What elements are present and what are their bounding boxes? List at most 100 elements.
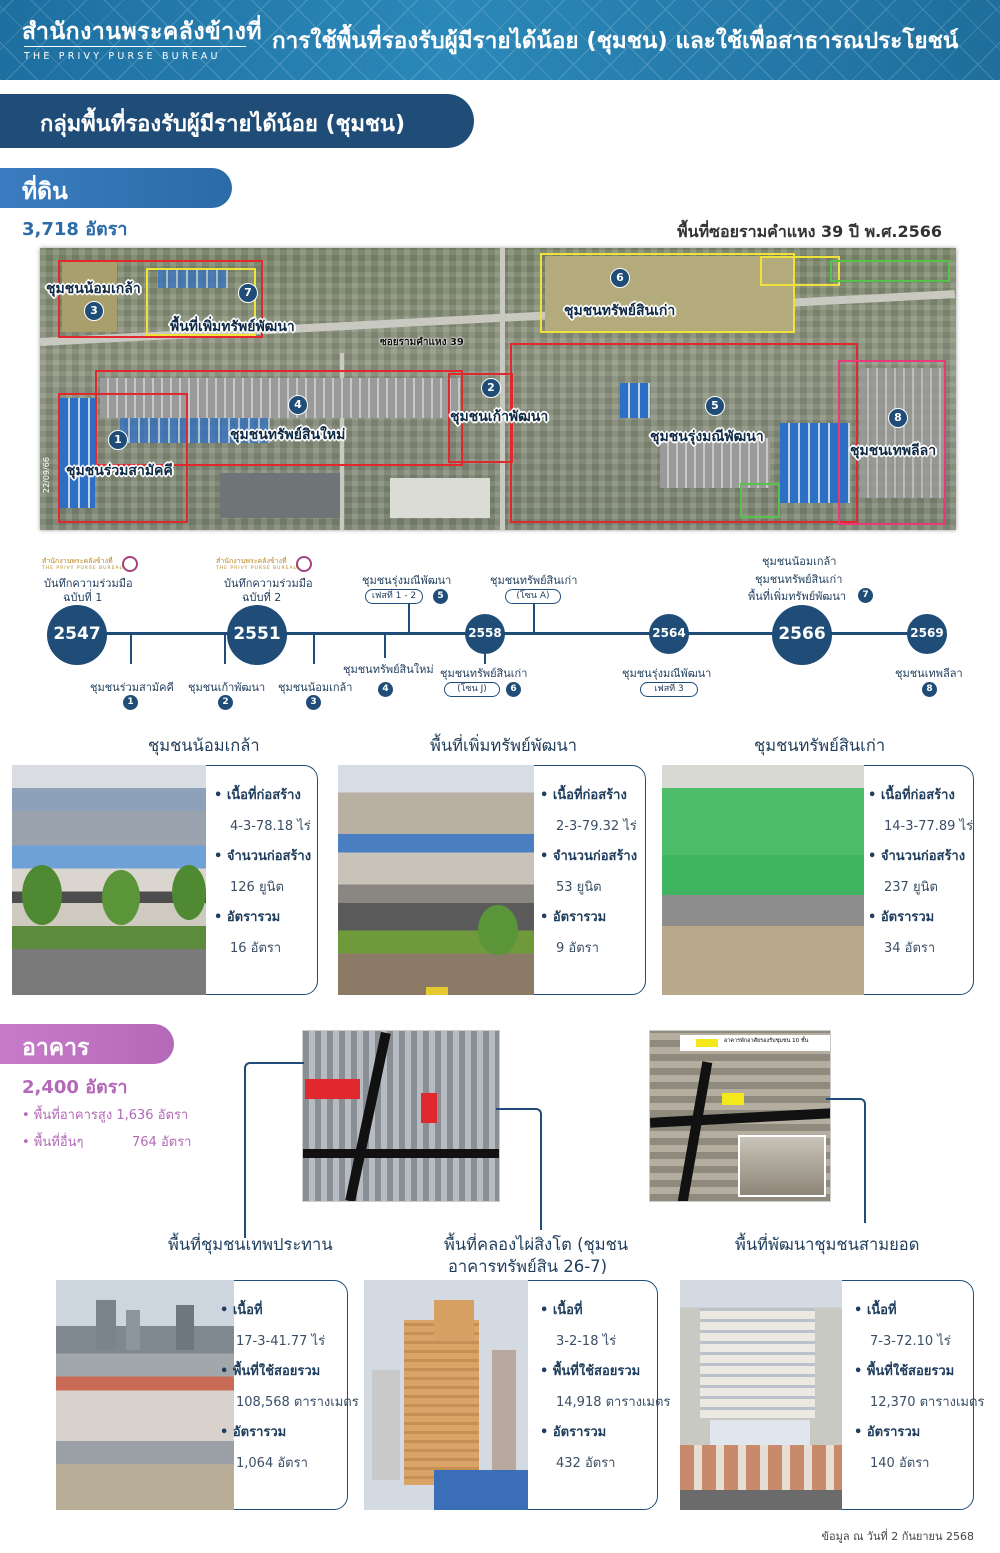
tower-shape [126, 1310, 140, 1350]
building-card-title-2: พื้นที่คลองไผ่สิงโต (ชุมชน [444, 1235, 629, 1254]
timeline-num-7: 7 [858, 588, 873, 603]
building-card-value: 3-2-18 ไร่ [556, 1333, 617, 1349]
map-inset-photo [738, 1135, 826, 1197]
building-card-value: 108,568 ตารางเมตร [236, 1394, 359, 1410]
building-card-photo-2 [364, 1280, 528, 1510]
year-node-2547: 2547 [47, 605, 107, 665]
map-label-6: ชุมชนทรัพย์สินเก่า [564, 303, 676, 319]
land-card-value: 4-3-78.18 ไร่ [230, 818, 311, 834]
land-card-value: 14-3-77.89 ไร่ [884, 818, 974, 834]
map-road [650, 1108, 830, 1128]
timeline-label-4: ชุมชนทรัพย์สินใหม่ [343, 663, 434, 676]
side-road [340, 353, 344, 530]
map-marker-3: 3 [84, 301, 104, 321]
land-heading: ที่ดิน [22, 179, 68, 205]
land-card-label: • จำนวนก่อสร้าง [540, 849, 638, 864]
land-card-value: 9 อัตรา [556, 940, 599, 956]
photo-date: 22/09/66 [42, 457, 51, 493]
aerial-caption: พื้นที่ซอยรามคำแหง 39 ปี พ.ศ.2566 [677, 222, 942, 241]
map-road [345, 1031, 391, 1201]
street-shape [680, 1490, 842, 1510]
building-heading: อาคาร [22, 1035, 90, 1061]
zone-boundary-7 [146, 268, 256, 336]
timeline-chip-phase3: เฟสที่ 3 [640, 682, 698, 697]
zone-boundary-3 [58, 260, 263, 338]
building-card-info-2: • เนื้อที่ 3-2-18 ไร่ • พื้นที่ใช้สอยรวม… [540, 1296, 670, 1479]
open-field [545, 256, 795, 331]
land-card-photo-1 [12, 765, 206, 995]
timeline-label-8: ชุมชนเทพลีลา [895, 667, 963, 680]
building-sub-1-value: 1,636 อัตรา [116, 1108, 189, 1123]
tick [224, 634, 226, 664]
shophouse-shape [680, 1445, 842, 1490]
building-card-value: 7-3-72.10 ไร่ [870, 1333, 951, 1349]
land-heading-pill: ที่ดิน [0, 168, 232, 208]
tick [384, 634, 386, 658]
page-header: สำนักงานพระคลังข้างที่ THE PRIVY PURSE B… [0, 0, 1000, 80]
tick [484, 654, 486, 664]
roof-cluster [120, 418, 270, 443]
tower-shape [434, 1300, 474, 1340]
land-card-value: 53 ยูนิต [556, 879, 602, 895]
tick [313, 634, 315, 664]
land-card-info-3: • เนื้อที่ก่อสร้าง 14-3-77.89 ไร่ • จำนว… [868, 781, 973, 964]
map-highlight [722, 1093, 744, 1105]
timeline-chip-zone-a: (โซน A) [505, 589, 561, 604]
map-legend-swatch [696, 1039, 718, 1047]
building-card-value: 12,370 ตารางเมตร [870, 1394, 985, 1410]
road-label: ซอยรามคำแหง 39 [380, 337, 464, 348]
mou-logo-2: สำนักงานพระคลังข้างที่ THE PRIVY PURSE B… [216, 556, 312, 578]
year-node-2569: 2569 [907, 614, 947, 654]
map-marker-5: 5 [705, 396, 725, 416]
timeline-label-1: ชุมชนร่วมสามัคคี [90, 681, 174, 694]
roof-cluster [390, 478, 490, 518]
building-count: 2,400 อัตรา [22, 1077, 128, 1098]
tower-shape [700, 1308, 815, 1418]
map-label-7: พื้นที่เพิ่มทรัพย์พัฒนา [170, 319, 295, 335]
timeline-label-6a: ชุมชนทรัพย์สินเก่า [490, 574, 578, 587]
land-card-value: 34 อัตรา [884, 940, 936, 956]
timeline-label-6: ชุมชนทรัพย์สินเก่า [440, 667, 528, 680]
roof-green [662, 855, 864, 895]
timeline-num-3: 3 [306, 695, 321, 710]
building-card-3 [820, 1280, 974, 1510]
building-card-value: 14,918 ตารางเมตร [556, 1394, 671, 1410]
timeline-num-5: 5 [433, 589, 448, 604]
header-pattern [0, 0, 1000, 80]
map-marker-7: 7 [238, 283, 258, 303]
roof-cluster [220, 473, 340, 518]
tower-shape [96, 1300, 116, 1350]
land-count: 3,718 อัตรา [22, 219, 128, 240]
map-legend-text: อาคารพักอาศัยรองรับชุมชน 10 ชั้น [724, 1038, 809, 1044]
map-marker-1: 1 [108, 430, 128, 450]
building-card-1 [212, 1280, 348, 1510]
building-card-title-1: พื้นที่ชุมชนเทพประทาน [168, 1235, 333, 1254]
connector-line [496, 1108, 542, 1230]
land-card-info-1: • เนื้อที่ก่อสร้าง 4-3-78.18 ไร่ • จำนวน… [214, 781, 311, 964]
map-marker-8: 8 [888, 408, 908, 428]
building-sub-2: • พื้นที่อื่นๆ 764 อัตรา [22, 1131, 191, 1152]
building-card-info-1: • เนื้อที่ 17-3-41.77 ไร่ • พื้นที่ใช้สอ… [220, 1296, 359, 1479]
building-map-1 [302, 1030, 500, 1202]
map-road [303, 1149, 499, 1158]
building-card-title-2b: อาคารทรัพย์สิน 26-7) [448, 1257, 608, 1276]
map-highlight [421, 1093, 437, 1123]
zone-boundary-6b [760, 256, 840, 286]
map-label-4: ชุมชนทรัพย์สินใหม่ [230, 427, 346, 443]
land-card-value: 2-3-79.32 ไร่ [556, 818, 637, 834]
bureau-logo-thai: สำนักงานพระคลังข้างที่ [22, 19, 263, 45]
timeline-label-3: ชุมชนน้อมเกล้า [278, 681, 353, 694]
building-card-label: • อัตรารวม [220, 1425, 287, 1440]
building-card-label: • เนื้อที่ [854, 1303, 897, 1318]
tower-shape [492, 1350, 516, 1480]
mou-2-line1: บันทึกความร่วมมือ [224, 577, 313, 590]
land-card-label: • อัตรารวม [868, 910, 935, 925]
data-date-note: ข้อมูล ณ วันที่ 2 กันยายน 2568 [821, 1530, 974, 1543]
map-label-5: ชุมชนรุ่งมณีพัฒนา [650, 429, 764, 445]
timeline-label-5b: ชุมชนรุ่งมณีพัฒนา [622, 667, 712, 680]
connector-line [826, 1098, 866, 1223]
zone-green-b [830, 260, 950, 282]
bureau-logo-english: THE PRIVY PURSE BUREAU [24, 51, 221, 62]
mou-2-line2: ฉบับที่ 2 [242, 591, 282, 604]
zone-boundary-6 [540, 253, 795, 333]
